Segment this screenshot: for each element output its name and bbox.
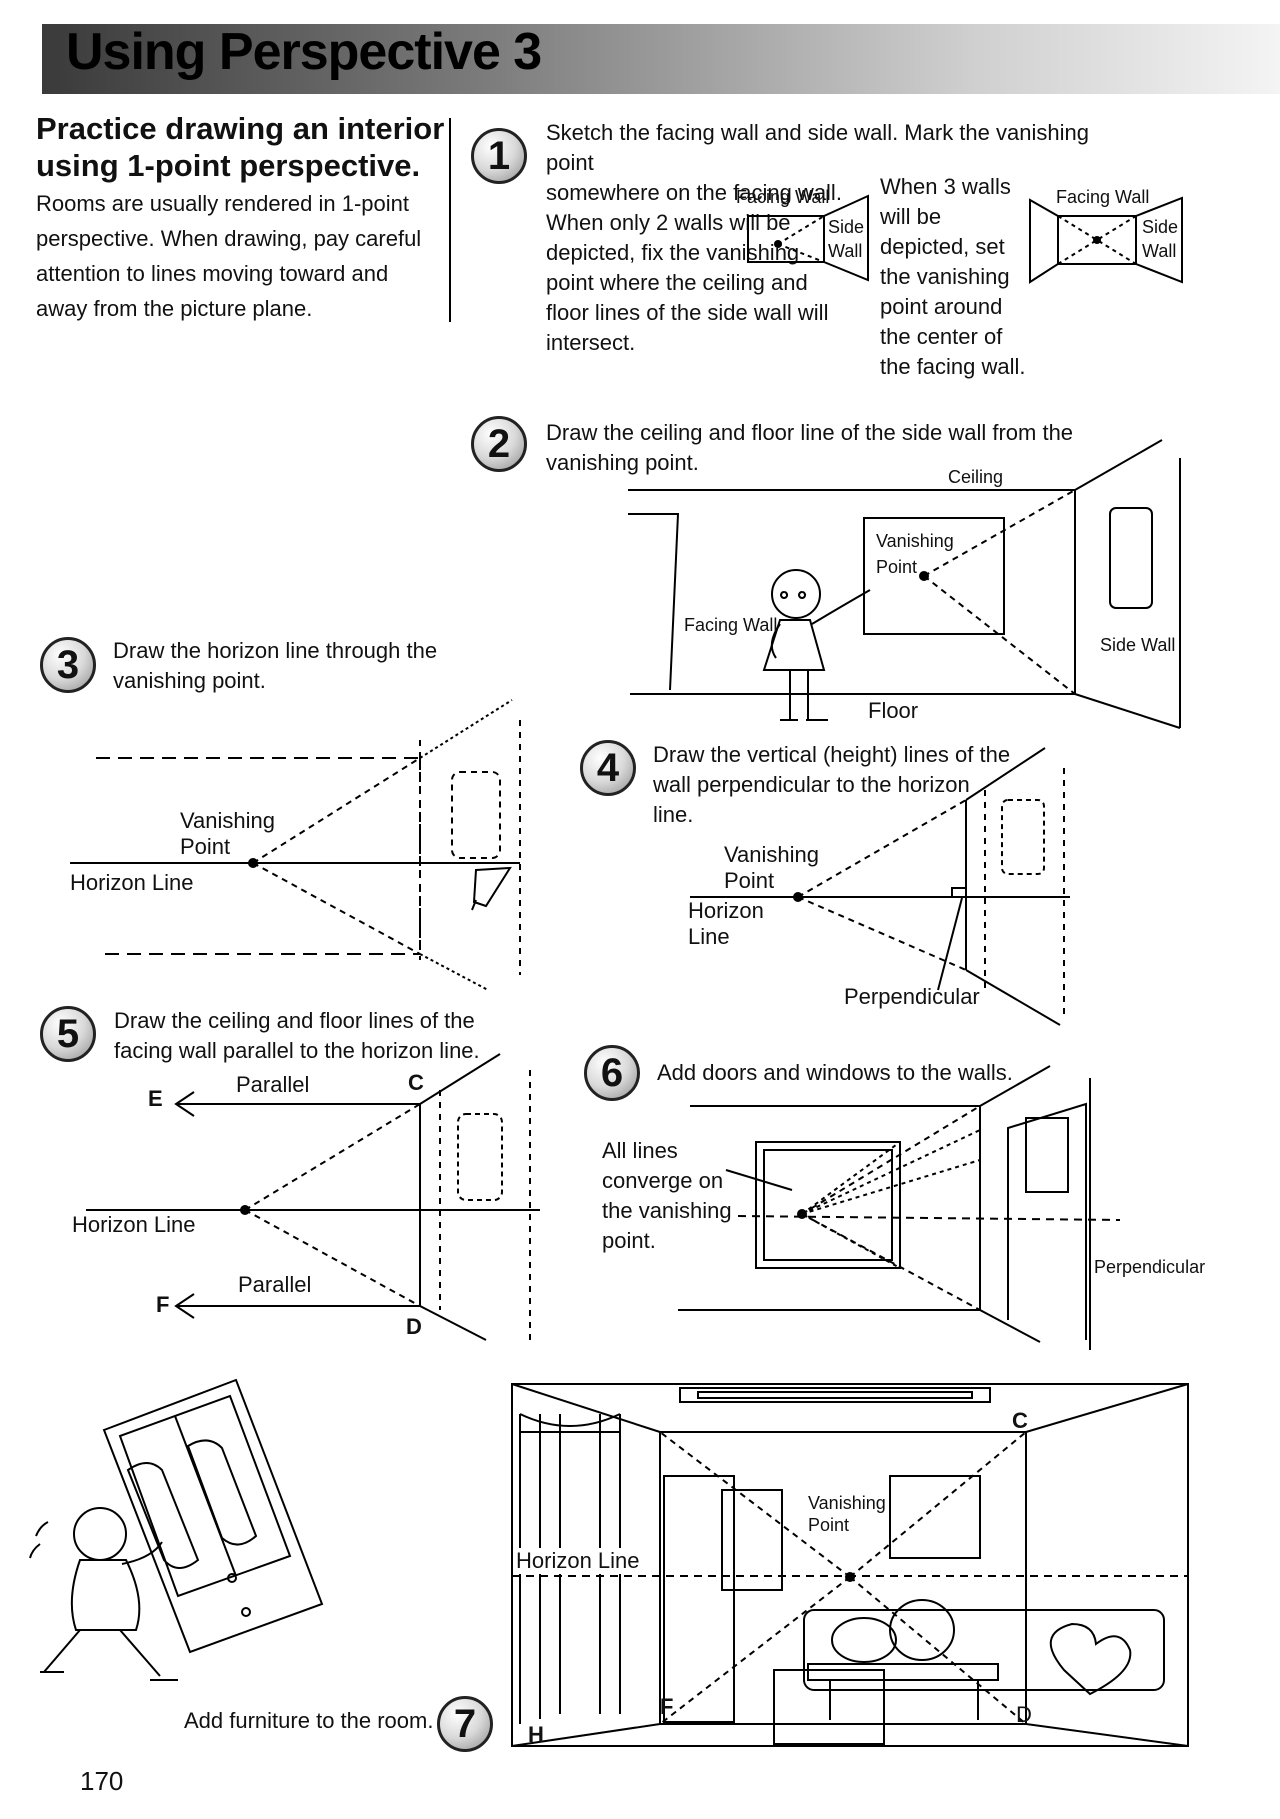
- step-number-3: 3: [40, 637, 96, 693]
- title-bar: [42, 24, 1280, 94]
- step2-floor-label: Floor: [868, 698, 919, 723]
- step1-wall-label-a: Wall: [828, 241, 863, 261]
- step5-horizon-line-label: Horizon Line: [72, 1212, 196, 1237]
- page-title: Using Perspective 3: [66, 23, 542, 81]
- step5-letter-e: E: [148, 1086, 163, 1111]
- step-number-1: 1: [471, 128, 527, 184]
- step5-parallel-top-label: Parallel: [236, 1072, 310, 1097]
- woman-pushing-wardrobe-illustration: [29, 1378, 324, 1681]
- step1-diagram-two-walls: [747, 194, 869, 282]
- step3-vanishing-label: Vanishing: [180, 808, 275, 833]
- step2-side-wall-label: Side Wall: [1100, 635, 1176, 655]
- step7-text: Add furniture to the room.: [184, 1708, 434, 1733]
- step7-horizon-line-label: Horizon Line: [516, 1548, 640, 1574]
- step2-text: Draw the ceiling and floor line of the s…: [546, 420, 1074, 475]
- step3-horizon-line-label: Horizon Line: [70, 870, 194, 895]
- step5-letter-d: D: [406, 1314, 422, 1339]
- intro-heading-line2: using 1-point perspective.: [36, 148, 421, 183]
- step5-letter-f: F: [156, 1292, 170, 1317]
- step7-letter-c: C: [1012, 1408, 1028, 1433]
- step7-letter-h: H: [528, 1722, 544, 1747]
- step4-text: Draw the vertical (height) lines of the …: [653, 742, 1011, 827]
- step1-side-label-b: Side: [1142, 217, 1179, 237]
- step7-vanishing-label: Vanishing: [808, 1493, 886, 1513]
- step6-diagram: [678, 1065, 1121, 1350]
- step4-diagram: [690, 747, 1070, 1026]
- step2-ceiling-label: Ceiling: [948, 467, 1004, 487]
- intro-divider: [449, 118, 451, 322]
- step7-letter-f: F: [660, 1694, 674, 1719]
- step4-horizon-label: Horizon: [688, 898, 764, 923]
- step3-point-label: Point: [180, 834, 231, 859]
- step4-point-label: Point: [724, 868, 775, 893]
- step2-facing-wall-label: Facing Wall: [684, 615, 778, 635]
- step-number-4: 4: [580, 740, 636, 796]
- step3-text: Draw the horizon line through the vanish…: [113, 638, 438, 693]
- step1-facing-wall-label-a: Facing Wall: [736, 187, 830, 207]
- step6-text: Add doors and windows to the walls.: [657, 1060, 1013, 1085]
- step5-diagram: [86, 1053, 540, 1341]
- step4-perpendicular-label: Perpendicular: [844, 984, 980, 1009]
- step2-diagram: [628, 439, 1181, 729]
- step6-all-lines-label: All lines converge on the vanishing poin…: [602, 1138, 732, 1253]
- step5-letter-c: C: [408, 1070, 424, 1095]
- step3-diagram: [70, 699, 521, 991]
- intro-heading-line1: Practice drawing an interior: [36, 111, 445, 146]
- step1-text-c: When 3 walls will be depicted, set the v…: [880, 174, 1026, 379]
- intro-heading: Practice drawing an interior using 1-poi…: [36, 110, 446, 184]
- step1-wall-label-b: Wall: [1142, 241, 1177, 261]
- step1-side-label-a: Side: [828, 217, 865, 237]
- step1-text-a: Sketch the facing wall and side wall. Ma…: [546, 120, 1089, 175]
- page-number: 170: [80, 1766, 124, 1796]
- step2-point-label: Point: [876, 557, 918, 577]
- step-number-2: 2: [471, 416, 527, 472]
- step1-text-b: somewhere on the facing wall. When only …: [546, 180, 842, 355]
- step5-text: Draw the ceiling and floor lines of the …: [114, 1008, 480, 1063]
- step7-point-label: Point: [808, 1515, 850, 1535]
- step1-facing-wall-label-b: Facing Wall: [1056, 187, 1150, 207]
- step5-parallel-bottom-label: Parallel: [238, 1272, 312, 1297]
- step6-perpendicular-label: Perpendicular: [1094, 1257, 1206, 1277]
- pencil-icon: [471, 866, 512, 911]
- step7-letter-d: D: [1016, 1702, 1032, 1727]
- step2-vanishing-label: Vanishing: [876, 531, 954, 551]
- step1-diagram-three-walls: [1029, 196, 1183, 284]
- step-number-6: 6: [584, 1045, 640, 1101]
- intro-body: Rooms are usually rendered in 1-point pe…: [36, 191, 422, 321]
- step4-line-label: Line: [688, 924, 730, 949]
- step-number-5: 5: [40, 1006, 96, 1062]
- girl-pointing-illustration: [762, 569, 871, 721]
- step-number-7: 7: [437, 1696, 493, 1752]
- step4-vanishing-label: Vanishing: [724, 842, 819, 867]
